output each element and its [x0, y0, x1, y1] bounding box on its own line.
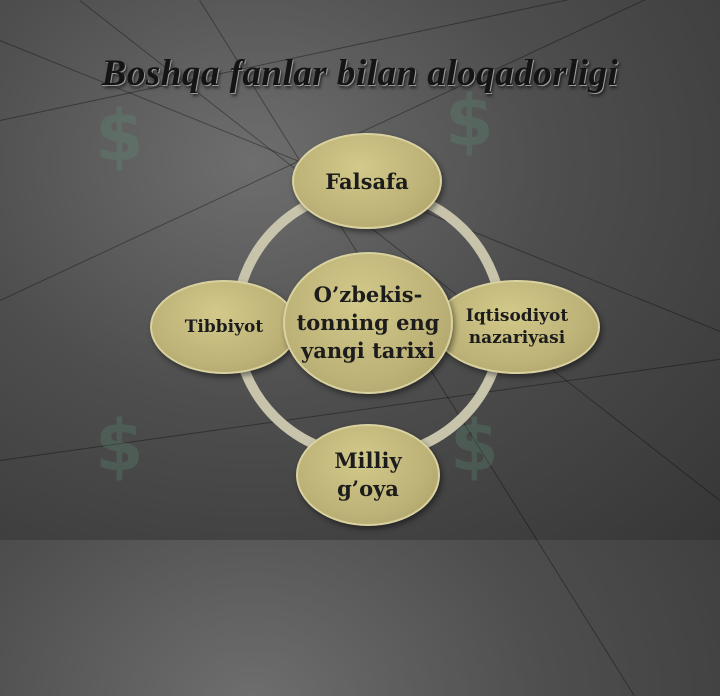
- node-falsafa: Falsafa: [292, 133, 442, 229]
- watermark-logo-1: $: [95, 95, 144, 177]
- node-label: Tibbiyot: [184, 317, 264, 337]
- center-label: O’zbekis-tonning eng yangi tarixi: [296, 282, 440, 363]
- node-label: Falsafa: [325, 168, 409, 194]
- node-center-topic: O’zbekis-tonning eng yangi tarixi: [283, 252, 453, 394]
- node-label: Iqtisodiyot nazariyasi: [465, 306, 569, 348]
- node-label: Milliy g’oya: [334, 448, 402, 501]
- node-tibbiyot: Tibbiyot: [150, 280, 298, 374]
- node-iqtisodiyot-nazariyasi: Iqtisodiyot nazariyasi: [434, 280, 600, 374]
- node-milliy-goya: Milliy g’oya: [296, 424, 440, 526]
- slide-title: Boshqa fanlar bilan aloqadorligi: [101, 53, 619, 94]
